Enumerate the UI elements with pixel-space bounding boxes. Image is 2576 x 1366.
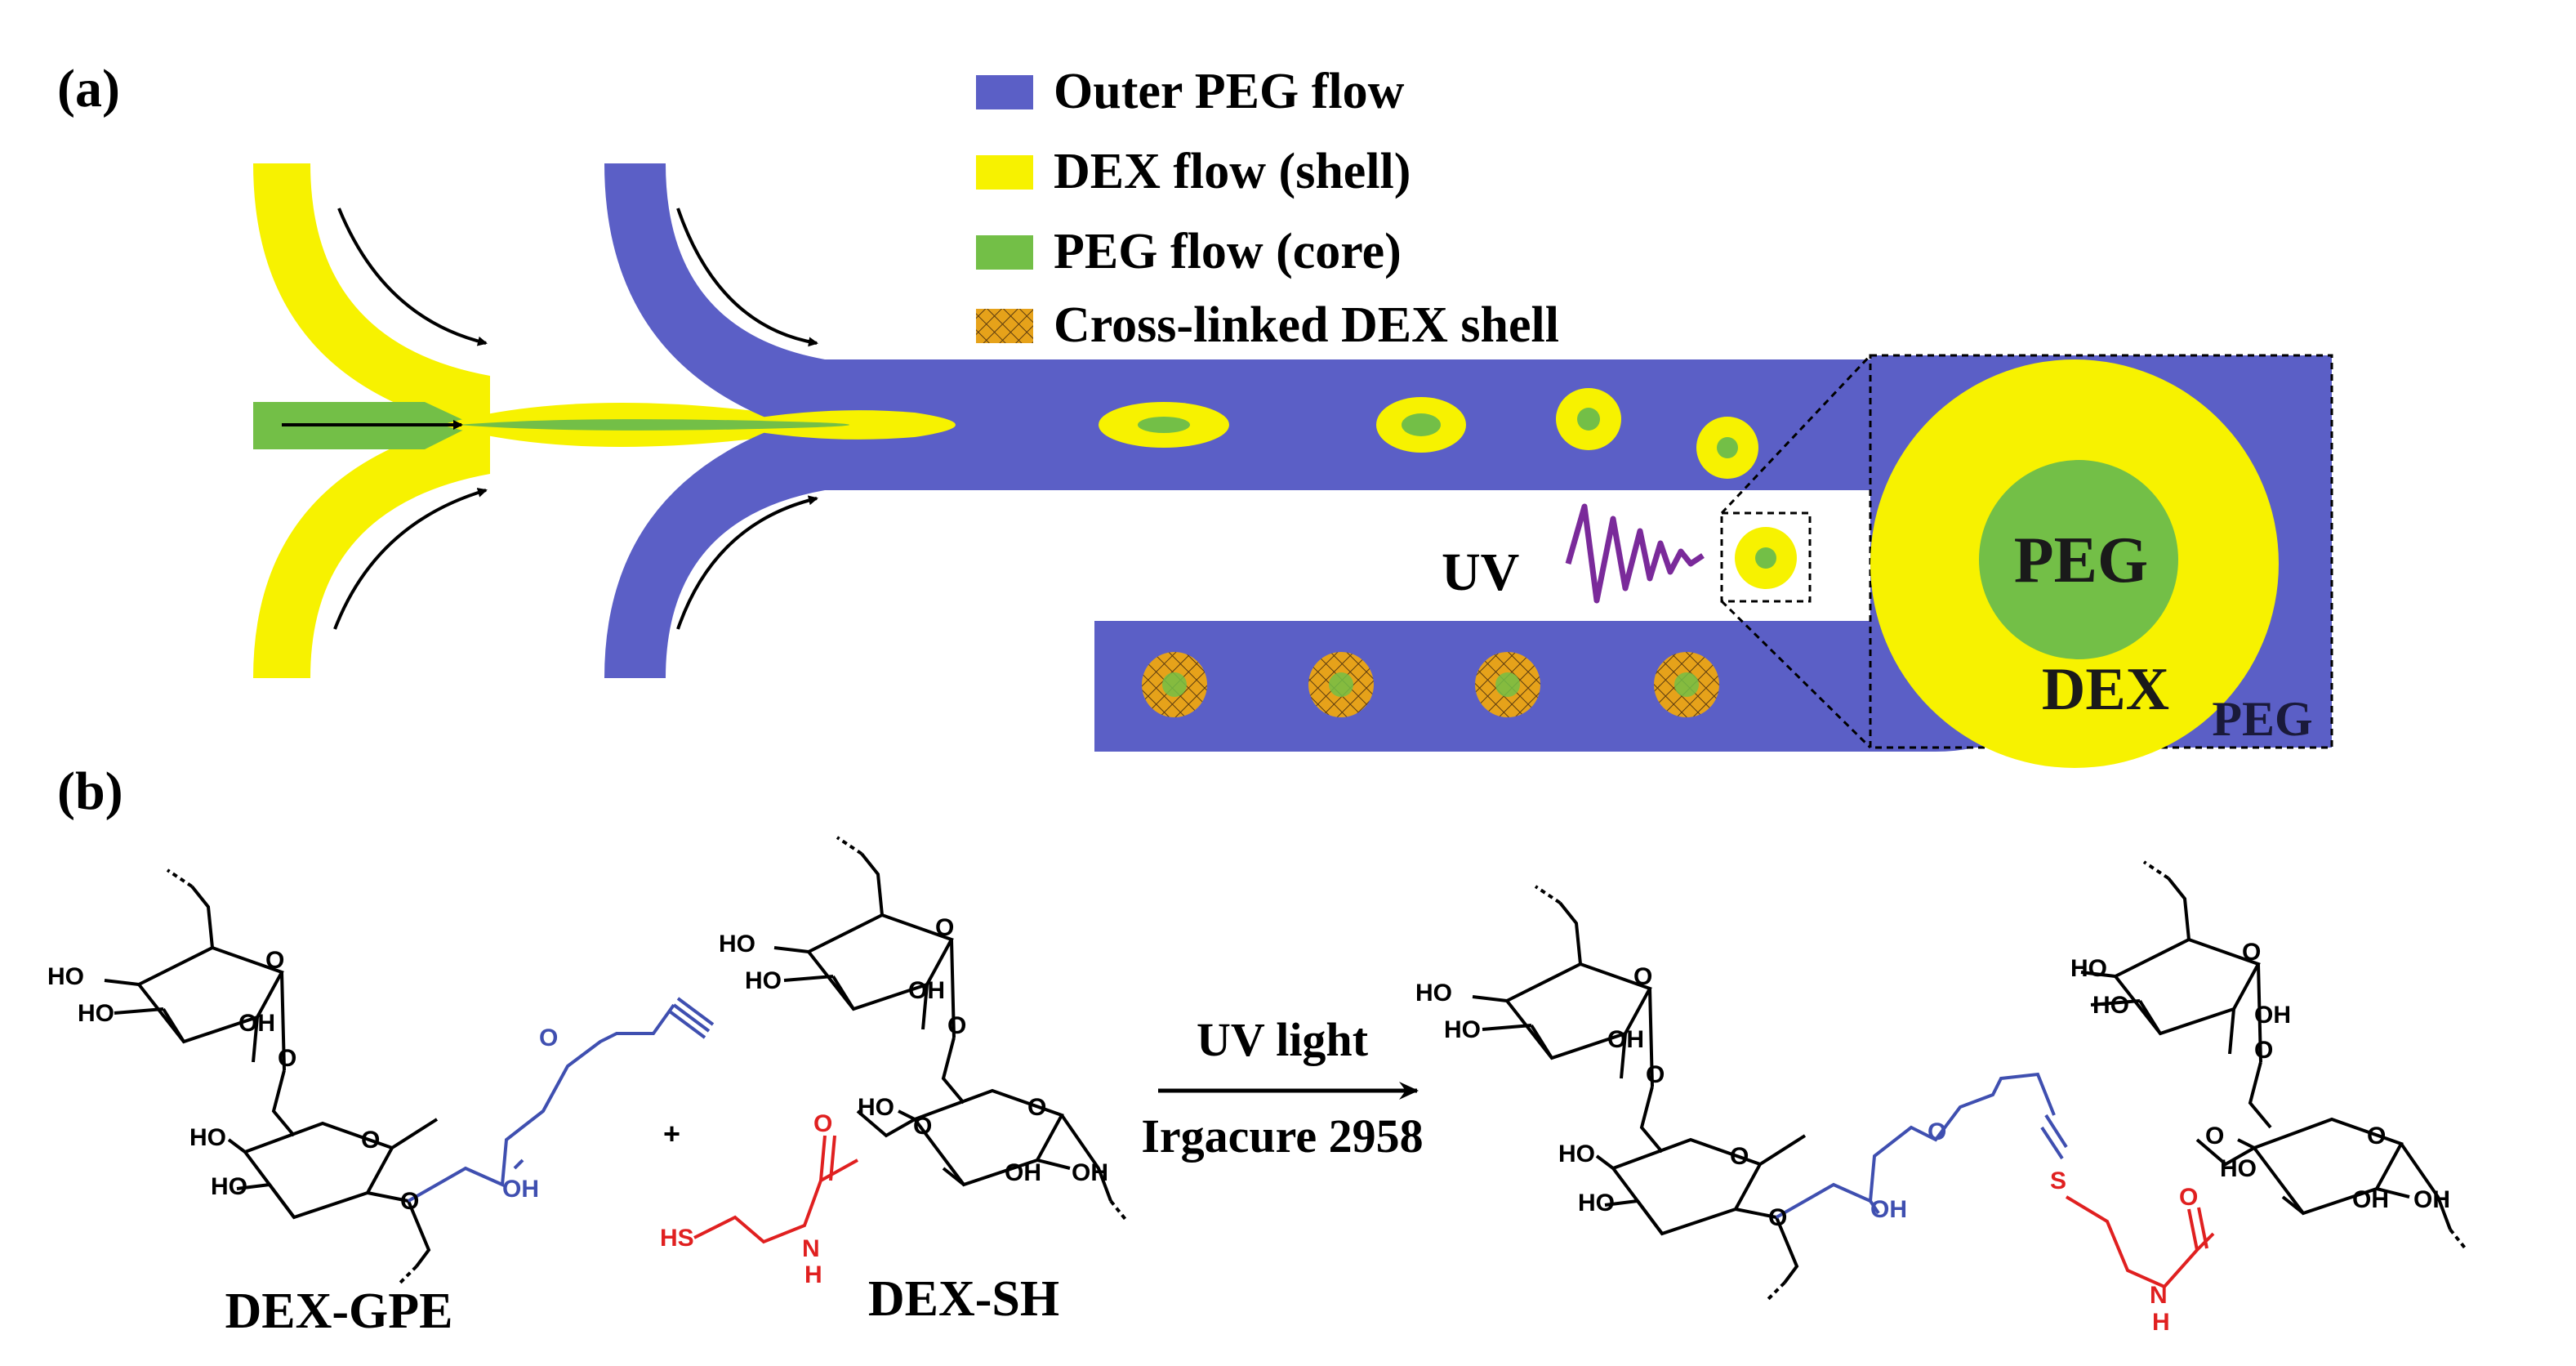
- molecule-product-red: [2065, 1195, 2215, 1289]
- svg-text:HO: HO: [1578, 1190, 1615, 1216]
- inset-core-label: PEG: [2014, 525, 2148, 596]
- svg-text:OH: OH: [502, 1176, 539, 1203]
- arrow-icon: [337, 208, 488, 346]
- molecule-dex-sh-red: [693, 1135, 858, 1244]
- svg-text:OH: OH: [1072, 1159, 1108, 1186]
- svg-text:HO: HO: [189, 1124, 226, 1151]
- svg-text:HO: HO: [211, 1173, 247, 1200]
- svg-text:OH: OH: [1607, 1026, 1644, 1053]
- molecule-product-blue: [1776, 1072, 2068, 1219]
- svg-text:O: O: [813, 1110, 832, 1137]
- zoom-line: [1720, 600, 1872, 749]
- svg-text:HO: HO: [719, 931, 755, 958]
- svg-text:HO: HO: [47, 963, 84, 990]
- svg-text:S: S: [2050, 1167, 2066, 1194]
- svg-text:O: O: [913, 1113, 932, 1140]
- svg-text:O: O: [1633, 963, 1652, 990]
- svg-text:O: O: [361, 1127, 380, 1154]
- svg-text:O: O: [2179, 1184, 2198, 1211]
- svg-text:N: N: [2150, 1282, 2168, 1309]
- svg-text:O: O: [278, 1045, 296, 1072]
- svg-text:O: O: [539, 1024, 558, 1051]
- panel-b-label: (b): [57, 761, 123, 821]
- legend-label-dex: DEX flow (shell): [1054, 144, 1411, 199]
- svg-text:H: H: [2152, 1309, 2170, 1336]
- svg-text:O: O: [400, 1188, 419, 1215]
- svg-text:O: O: [947, 1012, 966, 1039]
- svg-text:OH: OH: [238, 1010, 275, 1037]
- core-thread: [457, 419, 849, 431]
- svg-text:O: O: [1027, 1094, 1046, 1121]
- svg-text:HO: HO: [78, 1000, 114, 1027]
- crosslinked-capsules: [1142, 652, 1719, 717]
- zoom-line: [1720, 354, 1872, 515]
- svg-text:OH: OH: [2254, 1002, 2291, 1029]
- legend-swatch-outer-peg: [976, 75, 1033, 109]
- plus-sign: +: [663, 1117, 680, 1150]
- legend-label-crosslinked: Cross-linked DEX shell: [1054, 297, 1559, 353]
- molecule-label-dex-gpe: DEX-GPE: [225, 1283, 453, 1339]
- svg-text:HO: HO: [1558, 1141, 1595, 1167]
- svg-text:OH: OH: [1005, 1159, 1041, 1186]
- droplet-sequence: [1099, 388, 1797, 589]
- svg-text:O: O: [2367, 1123, 2386, 1149]
- svg-text:O: O: [1730, 1143, 1749, 1170]
- svg-text:O: O: [1646, 1061, 1665, 1088]
- flow-arrows: [282, 208, 818, 630]
- legend-label-core: PEG flow (core): [1054, 224, 1402, 279]
- legend: Outer PEG flow DEX flow (shell) PEG flow…: [976, 64, 1559, 353]
- svg-text:HO: HO: [1415, 980, 1452, 1007]
- svg-text:OH: OH: [908, 977, 945, 1004]
- molecule-product: [1472, 860, 2468, 1301]
- reaction-condition-top: UV light: [1197, 1013, 1369, 1066]
- inset-core: [1979, 460, 2178, 659]
- uv-wave-icon: [1565, 503, 1705, 604]
- svg-text:O: O: [2205, 1123, 2224, 1149]
- svg-text:HO: HO: [1444, 1016, 1481, 1043]
- svg-text:OH: OH: [1870, 1196, 1907, 1223]
- svg-text:HO: HO: [745, 967, 782, 994]
- svg-text:HO: HO: [858, 1094, 894, 1121]
- inset-shell-label: DEX: [2042, 656, 2169, 723]
- uv-label: UV: [1442, 542, 1519, 602]
- reaction-condition-bottom: Irgacure 2958: [1141, 1109, 1423, 1163]
- svg-text:HO: HO: [2220, 1155, 2257, 1182]
- legend-swatch-dex: [976, 155, 1033, 190]
- legend-swatch-core: [976, 235, 1033, 270]
- legend-swatch-crosslinked: [976, 309, 1033, 343]
- molecule-dex-gpe-blue: [408, 997, 715, 1203]
- arrow-icon: [333, 488, 488, 630]
- svg-text:H: H: [804, 1261, 822, 1288]
- inset-capsule: PEG DEX PEG: [1869, 354, 2333, 768]
- svg-text:O: O: [265, 947, 284, 974]
- svg-text:OH: OH: [2352, 1186, 2389, 1213]
- svg-text:O: O: [1928, 1118, 1946, 1145]
- arrow-icon: [676, 208, 818, 347]
- svg-text:O: O: [1768, 1204, 1787, 1231]
- dex-inlet-channels: [253, 163, 490, 678]
- legend-label-outer-peg: Outer PEG flow: [1054, 64, 1405, 119]
- svg-text:N: N: [802, 1235, 820, 1262]
- svg-text:HO: HO: [2070, 955, 2107, 982]
- svg-text:O: O: [935, 914, 954, 941]
- svg-text:O: O: [2254, 1037, 2273, 1064]
- arrow-icon: [676, 495, 818, 630]
- molecule-dex-gpe: [104, 868, 439, 1284]
- panel-a-label: (a): [57, 59, 120, 118]
- svg-text:OH: OH: [2413, 1186, 2450, 1213]
- svg-text:HS: HS: [660, 1225, 694, 1252]
- svg-text:HO: HO: [2092, 992, 2129, 1019]
- svg-text:O: O: [2242, 939, 2261, 966]
- molecule-label-dex-sh: DEX-SH: [868, 1271, 1059, 1327]
- molecule-dex-sh: [773, 836, 1129, 1223]
- zoom-box: [1720, 511, 1812, 603]
- outer-peg-channel: [604, 163, 2132, 752]
- atom-labels: HO HO OH O O HO HO O O O OH HO HO OH O O…: [47, 914, 2450, 1336]
- inset-outer-label: PEG: [2212, 692, 2312, 746]
